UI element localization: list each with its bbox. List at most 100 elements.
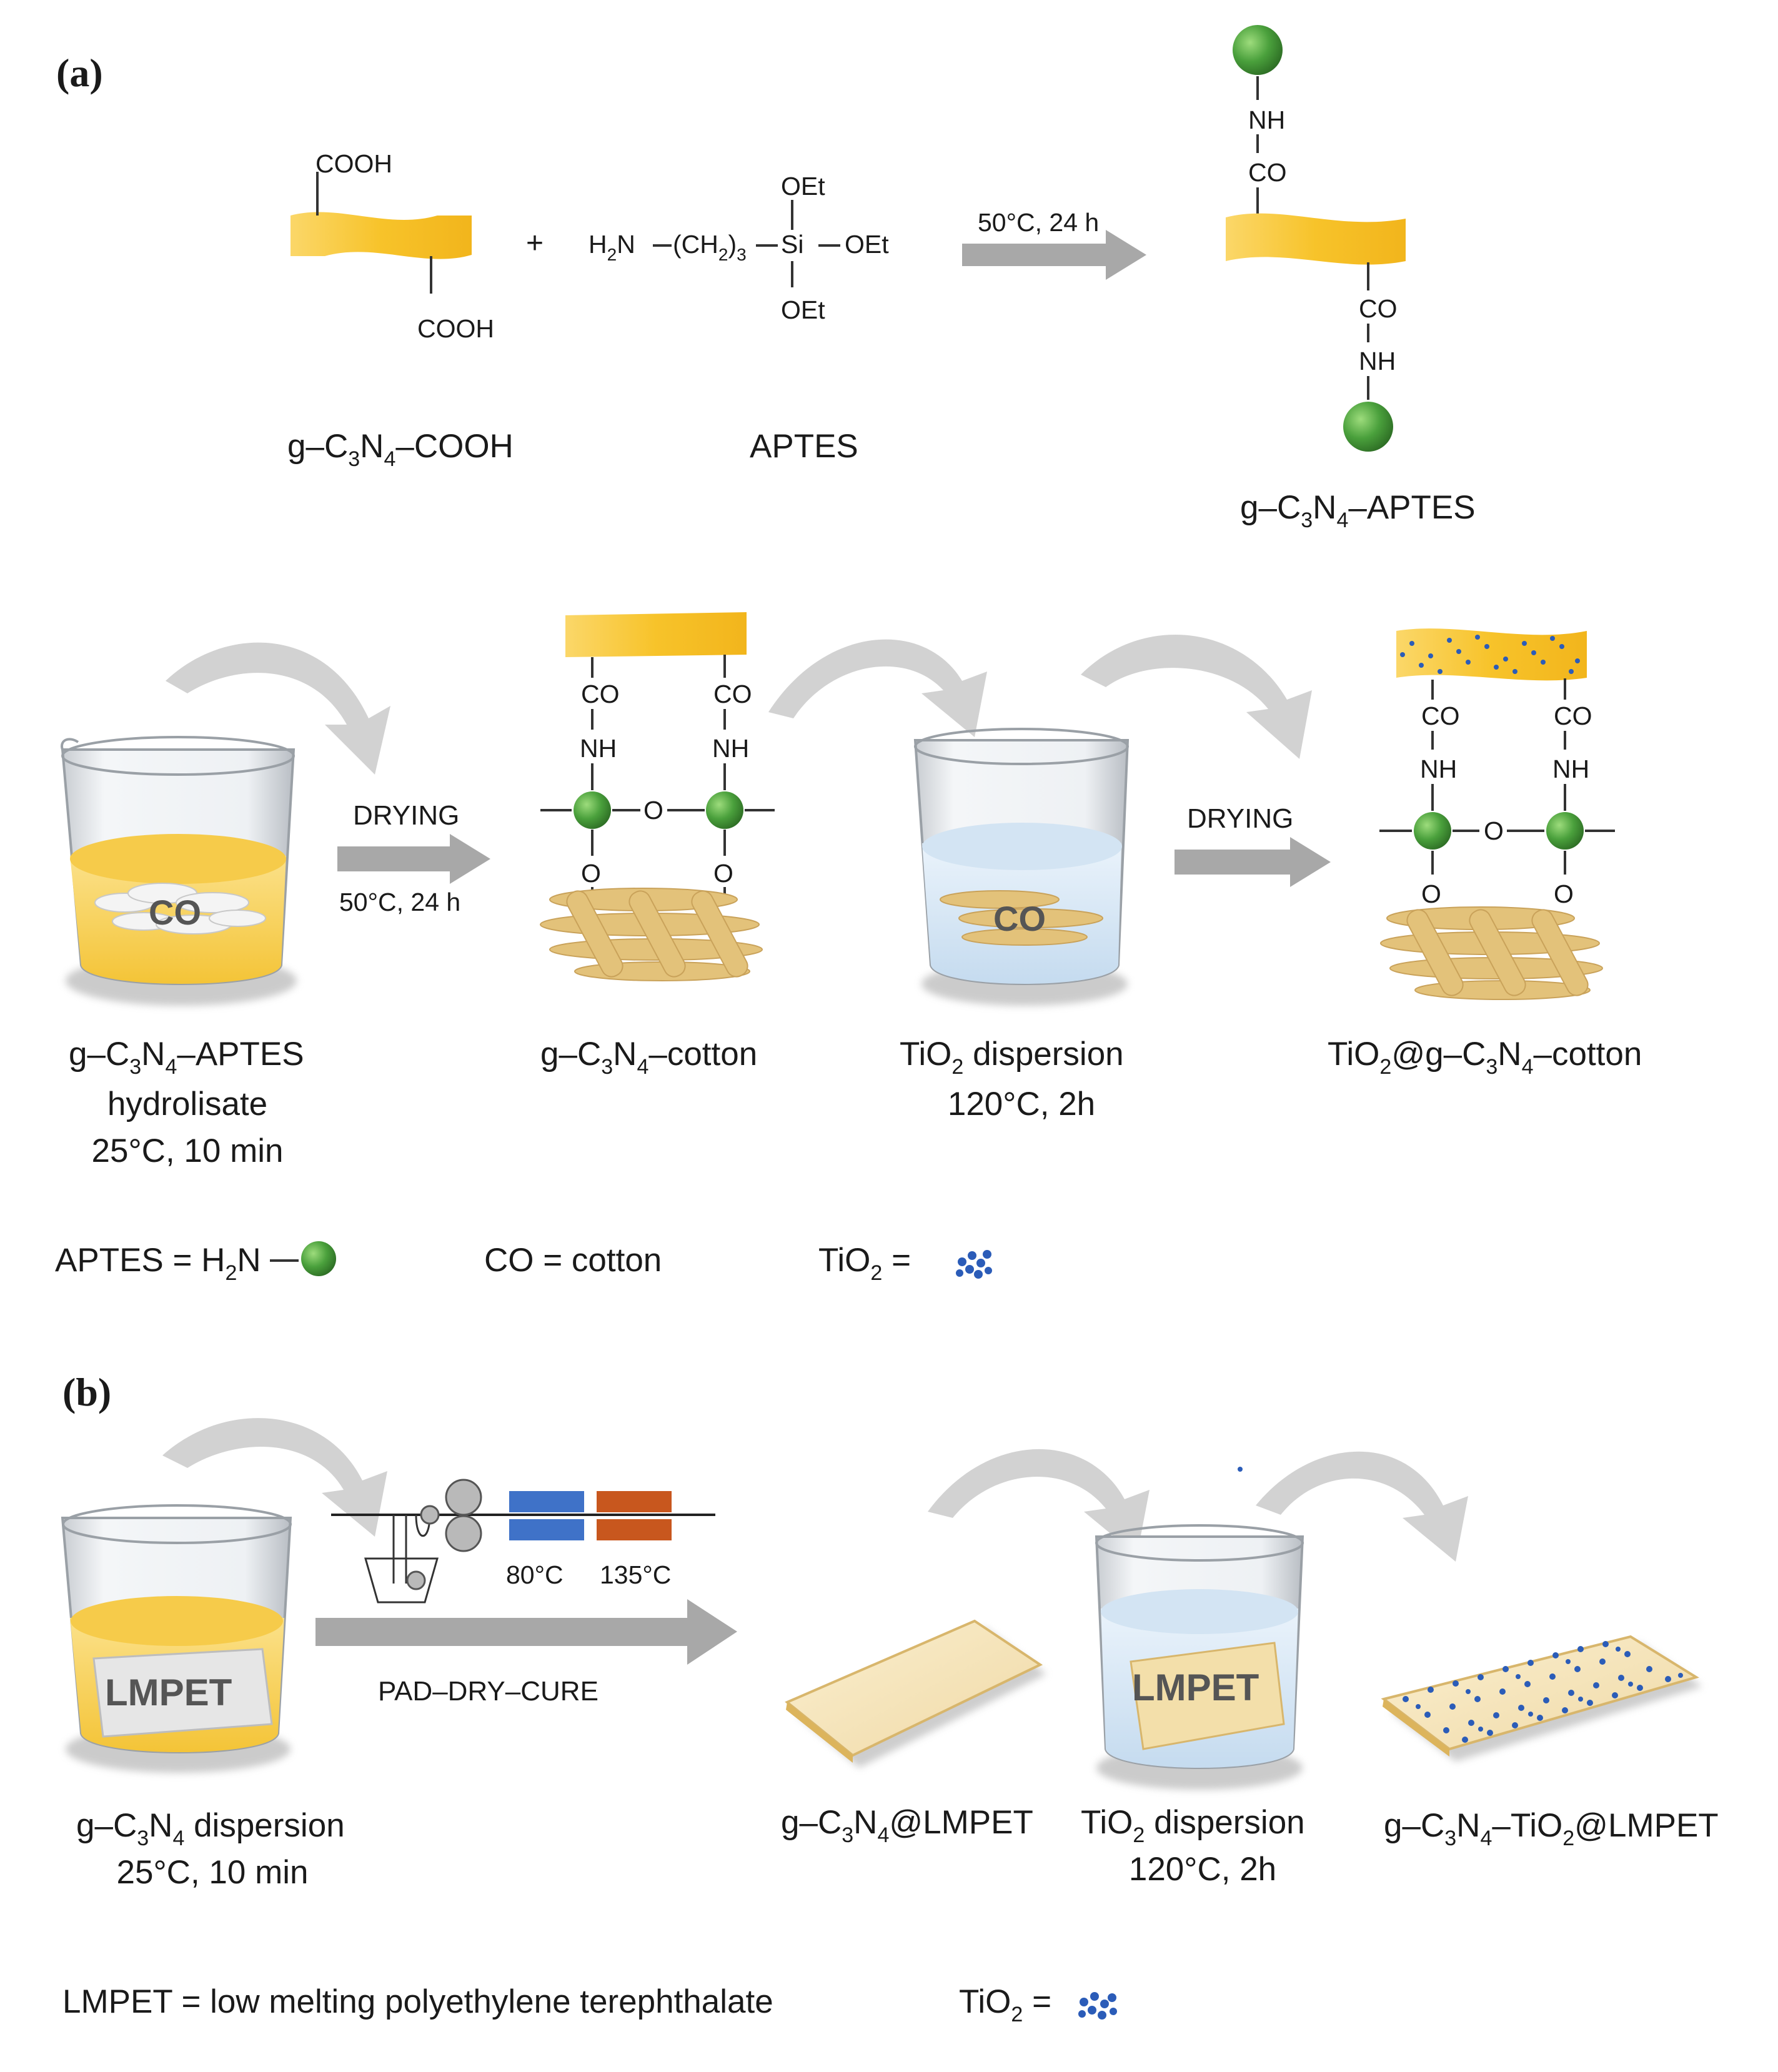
tio2-cotton-o-right: O [1554,880,1574,908]
oet-top: OEt [781,172,825,201]
cotton-weave [540,888,763,981]
caption-b1-line1: g–C3N4 dispersion [76,1807,345,1850]
legend-tio2-particles-a [956,1250,992,1279]
legend-aptes: APTES = H2N [55,1242,261,1285]
gcn-lmpet-fabric [785,1619,1046,1768]
curer-top [597,1491,672,1512]
tio2-cotton-o-bridge: O [1484,816,1504,845]
beaker-tio2-a: CO [913,728,1130,1006]
reaction-condition: 50°C, 24 h [978,208,1099,237]
label-gcn-cooh: g–C3N4–COOH [287,428,514,471]
curer-bottom [597,1519,672,1540]
beaker-hydrolisate: CO [61,736,297,1006]
ribbon-cotton [565,612,747,657]
beaker-gcn-dispersion: LMPET [61,1504,292,1773]
pad-dry-cure-arrow: PAD–DRY–CURE [315,1599,737,1707]
caption-hydrolisate-line2: hydrolisate [107,1086,267,1123]
legend-lmpet: LMPET = low melting polyethylene terepht… [62,1983,773,2020]
legend-co: CO = cotton [484,1242,662,1279]
cotton-o-right: O [713,859,733,888]
tio2-dots-ribbon [1400,635,1580,674]
plus-sign: + [526,227,544,260]
caption-b1-line2: 25°C, 10 min [117,1854,309,1891]
h2n-sub: 2 [607,245,617,264]
tio2-cotton-nh-left: NH [1420,755,1457,783]
aptes-formula: H2N (CH2)3 Si OEt OEt OEt [589,172,889,324]
cotton-o-left: O [581,859,601,888]
cooh-top-label: COOH [315,149,392,178]
pad-dry-cure-label: PAD–DRY–CURE [378,1676,598,1707]
gcn-cooh-structure: COOH COOH [291,149,494,343]
drying-1-condition: 50°C, 24 h [339,888,460,916]
cotton-co-left: CO [581,680,620,708]
lmpet-sheet-1 [92,1648,273,1738]
pad-dry-cure-apparatus: 80°C 135°C [331,1479,715,1604]
dryer-bottom [509,1519,584,1540]
gcn-aptes-structure: NH CO CO NH [1226,25,1406,452]
panel-a-label: (a) [56,51,103,95]
caption-tio2-dispersion-a-line2: 120°C, 2h [948,1086,1095,1123]
caption-b3-line1: TiO2 dispersion [1081,1804,1305,1847]
cotton-o-bridge: O [643,796,663,825]
lmpet-sheet-2 [1130,1642,1285,1750]
tio2-cotton-co-left: CO [1421,701,1460,730]
caption-tio2-dispersion-a-line1: TiO2 dispersion [900,1036,1124,1079]
svg-text:(CH2)3: (CH2)3 [673,230,747,264]
curer-temp: 135°C [600,1560,671,1589]
caption-gcn-cotton: g–C3N4–cotton [540,1036,757,1079]
h2n-n: N [617,230,635,259]
aptes-sphere-top [1233,25,1283,75]
curved-arrows-b [162,1418,1468,1562]
cooh-bottom-label: COOH [417,314,494,343]
drying-arrow-1: DRYING 50°C, 24 h [337,800,490,916]
caption-b4: g–C3N4–TiO2@LMPET [1384,1807,1719,1850]
beaker-b1-label: LMPET [105,1672,232,1713]
product-link-top-0: NH [1248,106,1285,134]
tio2-gcn-cotton-structure: CO CO NH NH O O O [1379,628,1615,1000]
gcn-ribbon-product [1226,213,1406,265]
svg-text:H2N: H2N [589,230,635,264]
oet-bottom: OEt [781,295,825,324]
si-atom: Si [781,230,803,259]
oet-right: OEt [845,230,889,259]
tio2-cotton-co-right: CO [1554,701,1592,730]
cotton-nh-right: NH [712,734,749,763]
legend-aptes-sphere [301,1241,336,1276]
caption-hydrolisate-line3: 25°C, 10 min [92,1133,284,1169]
legend-tio2-particles-b [1078,1992,1117,2020]
cotton-co-right: CO [713,680,752,708]
aptes-sphere-bottom [1343,402,1393,452]
product-link-top-1: CO [1248,158,1287,187]
panel-b-label: (b) [62,1370,111,1414]
curved-arrows-a [166,634,1312,775]
label-gcn-aptes: g–C3N4–APTES [1240,489,1476,532]
caption-tio2-gcn-cotton: TiO2@g–C3N4–cotton [1328,1036,1642,1079]
beaker-tio2-b: LMPET [1095,1524,1304,1790]
product-link-bottom-1: NH [1359,347,1396,375]
tio2-cotton-o-left: O [1421,880,1441,908]
drying-2-label: DRYING [1187,803,1293,834]
caption-b2: g–C3N4@LMPET [781,1804,1033,1847]
dryer-temp: 80°C [506,1560,564,1589]
gcn-cotton-structure: CO CO NH NH O O O [540,612,775,981]
gcn-ribbon [291,212,472,259]
chain-ch: (CH [673,230,718,259]
reaction-arrow: 50°C, 24 h [962,208,1146,280]
legend-a: APTES = H2N CO = cotton TiO2 = [55,1241,992,1285]
caption-b3-line2: 120°C, 2h [1129,1851,1276,1888]
drying-1-label: DRYING [353,800,459,831]
tio2-dots-fabric [1403,1641,1683,1743]
tio2-cotton-weave [1380,906,1603,1000]
legend-tio2-b: TiO2 = [959,1983,1051,2026]
cotton-nh-left: NH [580,734,617,763]
drying-arrow-2: DRYING [1175,803,1331,887]
beaker-b2-label: LMPET [1132,1667,1259,1708]
h2n-h: H [589,230,607,259]
dryer-top [509,1491,584,1512]
beaker2-label: CO [993,899,1046,938]
stray-tio2-dot [1238,1467,1243,1472]
product-link-bottom-0: CO [1359,294,1398,323]
beaker1-label: CO [149,893,201,932]
tio2-cotton-nh-right: NH [1552,755,1589,783]
